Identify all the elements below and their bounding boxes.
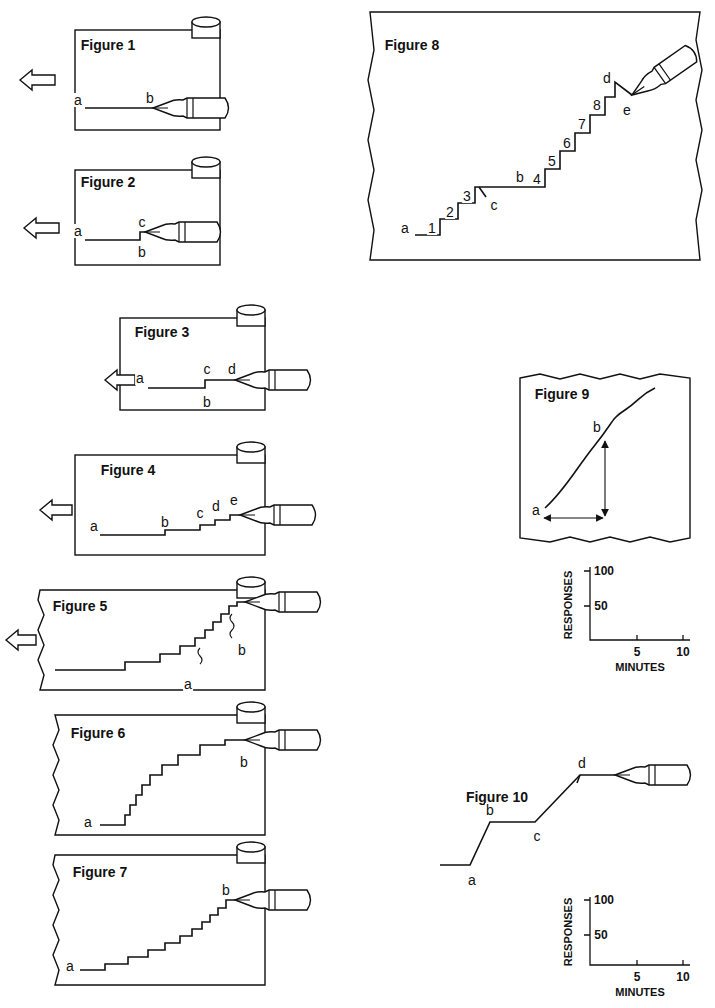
point-letter: b [515,170,525,184]
point-letter: c [138,215,147,229]
point-letter: d [227,362,237,376]
step-number: 6 [562,136,572,150]
step-number: 2 [445,205,455,219]
point-letter: b [221,883,231,897]
point-letter: c [533,829,542,843]
point-letter: e [229,493,239,507]
axis-number: 100 [593,894,615,906]
point-letter: b [137,245,147,259]
point-letter: b [202,395,212,409]
point-letter: b [239,755,249,769]
point-letter: b [485,803,495,817]
point-letter: b [237,643,247,657]
point-letter: a [531,503,541,517]
point-letter: d [211,499,221,513]
point-letter: b [145,91,155,105]
axis-title: MINUTES [614,662,666,673]
figure-label: Figure 10 [465,790,529,804]
axis-title: RESPONSES [563,570,574,640]
axis-number: 100 [593,565,615,577]
figure-label: Figure 9 [534,387,590,401]
figure-label: Figure 4 [100,463,156,477]
point-letter: d [602,71,612,85]
step-number: 1 [427,221,437,235]
axis-title: RESPONSES [563,897,574,967]
point-letter: b [592,420,602,434]
point-letter: a [83,815,93,829]
point-letter: a [73,93,83,107]
figure-label: Figure 3 [134,325,190,339]
step-number: 4 [532,172,542,186]
figure-label: Figure 2 [80,175,136,189]
step-number: 5 [547,154,557,168]
axis-number: 5 [633,971,642,983]
axis-number: 50 [593,929,608,941]
figure-label: Figure 1 [80,38,136,52]
point-letter: a [65,959,75,973]
axis-number: 10 [675,646,690,658]
point-letter: d [577,756,587,770]
figure-label: Figure 6 [70,726,126,740]
point-letter: c [490,198,499,212]
point-letter: a [183,677,193,691]
axis-number: 10 [675,971,690,983]
step-number: 7 [577,117,587,131]
point-letter: a [135,371,145,385]
point-letter: c [196,506,205,520]
step-number: 3 [462,189,472,203]
point-letter: b [160,515,170,529]
point-letter: a [89,519,99,533]
axis-title: MINUTES [614,987,666,998]
figure-label: Figure 5 [52,599,108,613]
point-letter: c [203,362,212,376]
step-number: 8 [592,98,602,112]
axis-number: 5 [633,646,642,658]
figure-label: Figure 7 [72,865,128,879]
point-letter: a [400,221,410,235]
figure-label: Figure 8 [384,38,440,52]
point-letter: a [73,224,83,238]
point-letter: e [622,103,632,117]
point-letter: a [467,873,477,887]
axis-number: 50 [593,600,608,612]
